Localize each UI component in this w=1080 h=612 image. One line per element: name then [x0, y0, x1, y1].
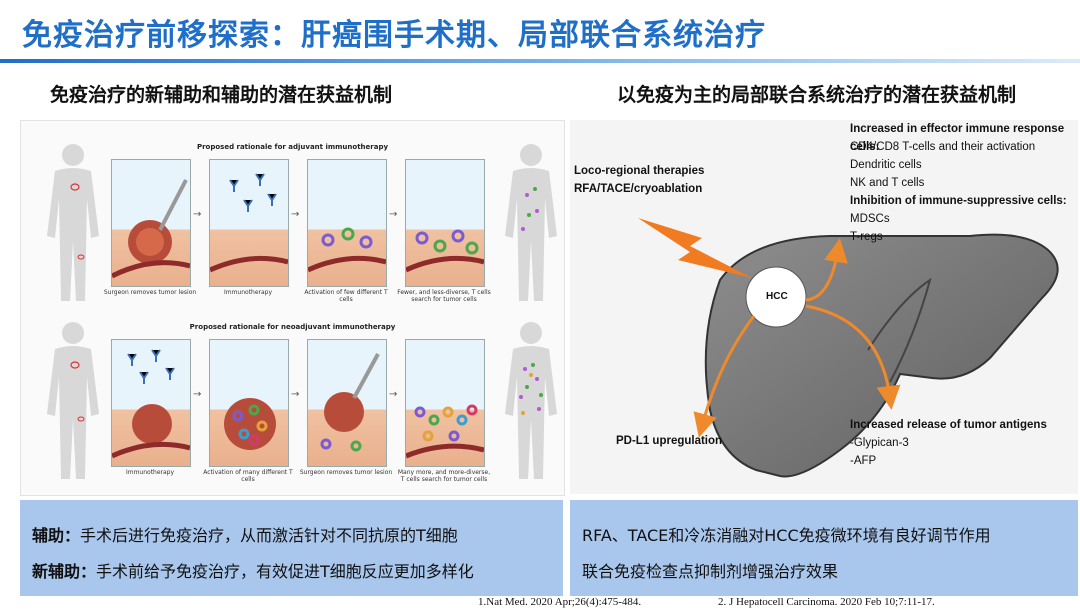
step-caption: Immunotherapy: [125, 469, 175, 476]
step-caption: Many more, and more-diverse, T cells sea…: [397, 469, 491, 483]
adjuvant-text: 手术后进行免疫治疗，从而激活针对不同抗原的T细胞: [80, 526, 458, 545]
patient-body-icon: [47, 144, 99, 301]
right-section-heading: 以免疫为主的局部联合系统治疗的潜在获益机制: [617, 84, 1017, 106]
reference-2: 2. J Hepatocell Carcinoma. 2020 Feb 10;7…: [718, 596, 935, 608]
step-caption: Surgeon removes tumor lesion: [103, 289, 197, 296]
antigen-item: -AFP: [850, 455, 877, 467]
flow-arrow: →: [193, 209, 202, 220]
adjuvant-step-t-cells-search: [404, 159, 485, 287]
step-caption: Surgeon removes tumor lesion: [299, 469, 393, 476]
liver-diagram: [638, 218, 1059, 478]
adjuvant-summary: 辅助：手术后进行免疫治疗，从而激活针对不同抗原的T细胞: [32, 522, 458, 546]
patient-body-icon: [505, 144, 557, 301]
neoadjuvant-label: 新辅助：: [32, 562, 97, 581]
effector-item: CD4/CD8 T-cells and their activation: [850, 141, 1036, 153]
neoadjuvant-step-activation: [209, 339, 289, 467]
suppress-item: T-regs: [850, 231, 883, 243]
adjuvant-step-immunotherapy: [208, 159, 289, 287]
adjuvant-step-activation: [306, 159, 387, 287]
step-caption: Activation of few different T cells: [304, 289, 388, 303]
flow-arrow: →: [389, 389, 398, 400]
patient-body-icon: [505, 322, 557, 479]
step-caption: Immunotherapy: [223, 289, 273, 296]
neoadjuvant-step-immunotherapy: [110, 339, 191, 467]
effector-item: Dendritic cells: [850, 159, 922, 171]
suppress-item: MDSCs: [850, 213, 890, 225]
slide-title: 免疫治疗前移探索：肝癌围手术期、局部联合系统治疗: [22, 18, 766, 53]
title-underline: [0, 59, 1080, 63]
local-therapy-summary: RFA、TACE和冷冻消融对HCC免疫微环境有良好调节作用: [582, 526, 991, 545]
flow-arrow: →: [193, 389, 202, 400]
therapies-list: RFA/TACE/cryoablation: [574, 183, 703, 195]
step-caption: Fewer, and less-diverse, T cells search …: [397, 289, 491, 303]
immunotherapy-rationale-figure: Proposed rationale for adjuvant immunoth…: [20, 120, 565, 496]
left-summary-box: 辅助：手术后进行免疫治疗，从而激活针对不同抗原的T细胞 新辅助：手术前给予免疫治…: [20, 500, 563, 596]
combination-summary: 联合免疫检查点抑制剂增强治疗效果: [582, 562, 839, 581]
local-systemic-mechanism-figure: Loco-regional therapies RFA/TACE/cryoabl…: [570, 120, 1078, 494]
neoadjuvant-step-t-cells-search: [405, 339, 485, 467]
antigen-item: -Glypican-3: [850, 437, 909, 449]
ablation-lightning-bolt: [638, 218, 752, 278]
neoadjuvant-summary: 新辅助：手术前给予免疫治疗，有效促进T细胞反应更加多样化: [32, 558, 474, 582]
pdl1-label: PD-L1 upregulation: [616, 435, 723, 447]
adjuvant-panel-title: Proposed rationale for adjuvant immunoth…: [196, 143, 389, 151]
patient-body-icon: [47, 322, 99, 479]
adjuvant-label: 辅助：: [32, 526, 81, 545]
left-section-heading: 免疫治疗的新辅助和辅助的潜在获益机制: [50, 84, 393, 106]
reference-1: 1.Nat Med. 2020 Apr;26(4):475-484.: [478, 596, 642, 608]
suppress-title: Inhibition of immune-suppressive cells:: [850, 195, 1067, 207]
effector-title: Increased in effector immune response ce…: [850, 123, 1065, 153]
neoadjuvant-text: 手术前给予免疫治疗，有效促进T细胞反应更加多样化: [96, 562, 474, 581]
neoadjuvant-step-surgery: [307, 339, 387, 467]
flow-arrow: →: [291, 209, 300, 220]
right-summary-box: RFA、TACE和冷冻消融对HCC免疫微环境有良好调节作用 联合免疫检查点抑制剂…: [570, 500, 1078, 596]
flow-arrow: →: [291, 389, 300, 400]
adjuvant-step-surgery: [110, 159, 191, 287]
flow-arrow: →: [389, 209, 398, 220]
effector-item: NK and T cells: [850, 177, 925, 189]
antigen-title: Increased release of tumor antigens: [850, 419, 1047, 431]
neoadjuvant-panel-title: Proposed rationale for neoadjuvant immun…: [189, 323, 396, 331]
hcc-label: HCC: [766, 291, 788, 302]
step-caption: Activation of many different T cells: [203, 469, 293, 483]
therapies-title: Loco-regional therapies: [574, 165, 705, 177]
